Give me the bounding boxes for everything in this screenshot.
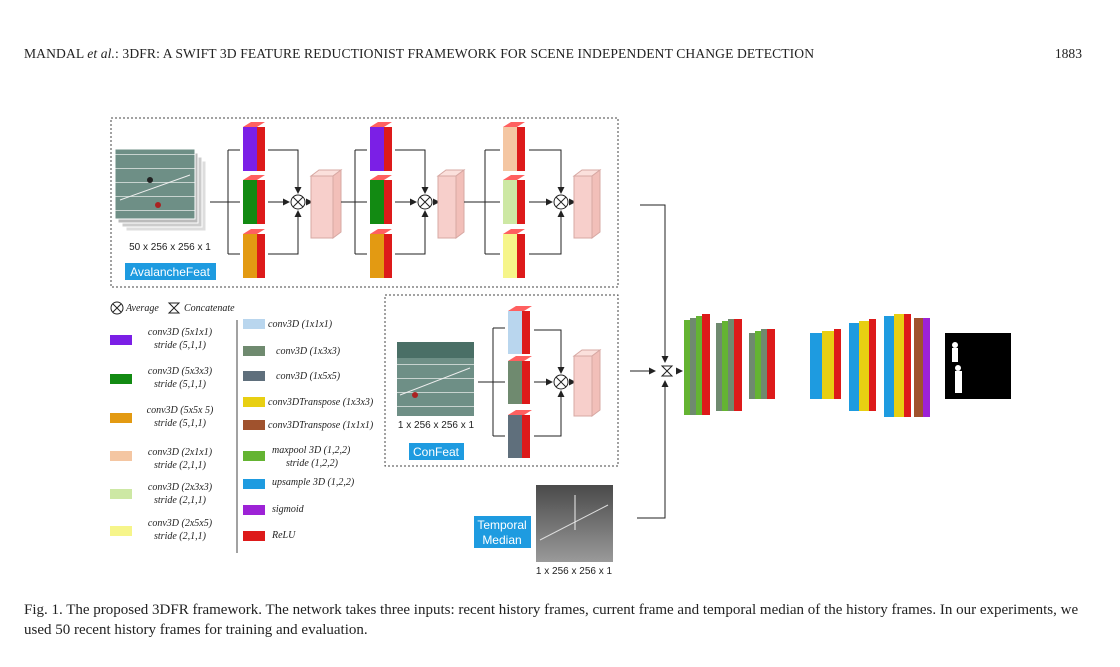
temporal-dims: 1 x 256 x 256 x 1 <box>536 566 613 577</box>
legend-left-swatch <box>110 335 132 345</box>
legend-left-swatch <box>110 526 132 536</box>
average-legend-label: Average <box>125 303 159 314</box>
legend-right-label: conv3D (1x1x1) <box>268 319 333 330</box>
legend-left-label: conv3D (2x1x1)stride (2,1,1) <box>147 447 213 471</box>
paper-title: : 3DFR: A SWIFT 3D FEATURE REDUCTIONIST … <box>115 46 815 61</box>
legend-right-swatch <box>243 451 265 461</box>
figure-3dfr-architecture: 50 x 256 x 256 x 1 AvalancheFeat <box>110 117 1011 577</box>
legend-left-label: conv3D (5x1x1)stride (5,1,1) <box>147 327 213 351</box>
figure-caption: Fig. 1. The proposed 3DFR framework. The… <box>24 602 1079 638</box>
legend-right-swatch <box>243 531 265 541</box>
decoder-block-6 <box>884 314 911 417</box>
legend-right-swatch <box>243 319 265 329</box>
current-frame-image <box>397 342 474 416</box>
stage3-output-block <box>572 169 602 239</box>
confeat-dims: 1 x 256 x 256 x 1 <box>398 420 475 431</box>
authors-prefix: MANDAL <box>24 46 88 61</box>
legend-left-swatch <box>110 489 132 499</box>
legend-left-label: conv3D (5x5x 5)stride (5,1,1) <box>146 405 214 429</box>
stage1-output-block <box>309 169 343 239</box>
legend-right-swatch <box>243 420 265 430</box>
legend-right-label: conv3D (1x3x3) <box>276 346 341 357</box>
output-mask <box>945 333 1011 399</box>
decoder-block-3 <box>749 329 775 399</box>
stage2-output-block <box>436 169 466 239</box>
stage3-convs <box>503 122 525 278</box>
confeat-convs <box>508 306 532 458</box>
legend-right-label: ReLU <box>272 530 296 541</box>
temporal-label-line2: Median <box>482 533 521 547</box>
legend-left-label: conv3D (2x3x3)stride (2,1,1) <box>147 482 213 506</box>
page-number: 1883 <box>1054 46 1082 61</box>
legend-left-label: conv3D (5x3x3)stride (5,1,1) <box>147 366 213 390</box>
stage2-convs <box>370 122 392 278</box>
legend-right-swatch <box>243 397 265 407</box>
decoder-block-2 <box>716 319 742 411</box>
legend-right-label: upsample 3D (1,2,2) <box>272 477 355 488</box>
legend-right-label: conv3DTranspose (1x1x1) <box>268 420 374 431</box>
history-frames-stack <box>114 148 207 232</box>
concatenate-op <box>660 365 674 377</box>
temporal-median-image <box>536 485 613 562</box>
decoder-block-5 <box>849 319 876 411</box>
legend-right-label: maxpool 3D (1,2,2)stride (1,2,2) <box>272 445 351 469</box>
confeat-label: ConFeat <box>413 445 460 459</box>
temporal-label-line1: Temporal <box>477 518 526 532</box>
legend-left-swatch <box>110 451 132 461</box>
legend-right-swatch <box>243 505 265 515</box>
legend-right-swatch <box>243 371 265 381</box>
legend-right-swatch <box>243 479 265 489</box>
confeat-output-block <box>572 349 602 417</box>
legend-left-label: conv3D (2x5x5)stride (2,1,1) <box>147 518 213 542</box>
legend-right-label: conv3DTranspose (1x3x3) <box>268 397 374 408</box>
concatenate-legend-icon <box>167 302 181 314</box>
decoder-block-4 <box>810 329 841 399</box>
decoder-block-7 <box>914 318 930 417</box>
running-title: MANDAL et al.: 3DFR: A SWIFT 3D FEATURE … <box>24 46 814 62</box>
legend-right-label: conv3D (1x5x5) <box>276 371 341 382</box>
avalanche-dims: 50 x 256 x 256 x 1 <box>129 242 211 253</box>
authors-etal: et al. <box>87 46 116 61</box>
legend-left-swatch <box>110 413 132 423</box>
avalanchefeat-label: AvalancheFeat <box>130 265 211 279</box>
legend-right-label: sigmoid <box>272 504 304 515</box>
decoder-block-1 <box>684 314 710 415</box>
concatenate-legend-label: Concatenate <box>184 303 235 314</box>
avalanchefeat-box <box>110 117 619 288</box>
legend-right-swatch <box>243 346 265 356</box>
stage1-convs <box>243 122 265 278</box>
legend-left-swatch <box>110 374 132 384</box>
confeat-box <box>384 294 619 467</box>
